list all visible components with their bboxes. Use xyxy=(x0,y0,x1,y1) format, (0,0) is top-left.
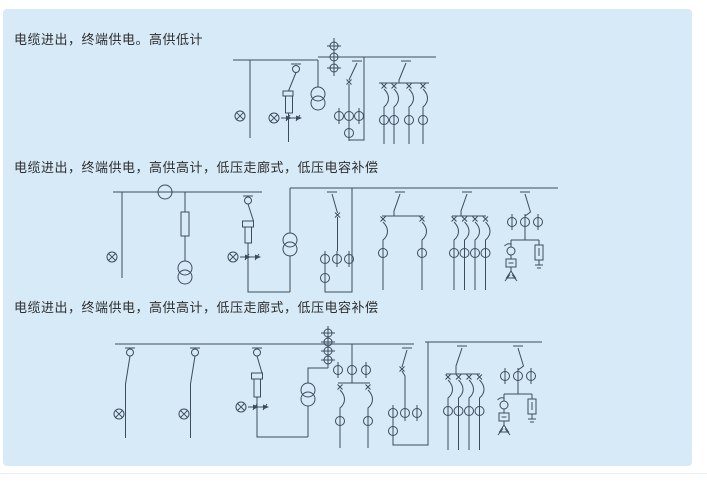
voltage-transformer-icon xyxy=(177,260,193,285)
switch-icon xyxy=(460,193,468,216)
outgoing-feeder-group-4 xyxy=(450,191,491,290)
meter-ct-icon xyxy=(354,107,364,125)
switch-icon xyxy=(393,193,401,216)
feeder-unit xyxy=(419,84,428,145)
fuse-icon xyxy=(251,372,263,380)
fuse-icon xyxy=(253,378,261,398)
capacitor-compensation-branch xyxy=(505,192,544,281)
feeder-unit xyxy=(454,375,463,436)
cable-terminal-icon xyxy=(113,408,125,420)
lv-metering-branch xyxy=(334,57,365,142)
meter-ct-icon xyxy=(332,250,342,268)
pt-fuse-branch xyxy=(177,192,193,285)
cable-feeder-2 xyxy=(178,347,200,438)
cable-out-feeder xyxy=(106,192,123,278)
transformer-icon xyxy=(282,232,298,257)
fuse-icon xyxy=(180,211,190,237)
earthing-switch-icon xyxy=(228,252,261,262)
transformer-branch xyxy=(300,326,336,437)
meter-icon xyxy=(320,269,330,287)
page-divider xyxy=(0,473,707,474)
busbar-node xyxy=(157,184,173,200)
switch-icon xyxy=(455,347,463,374)
feeder-unit xyxy=(418,217,427,278)
outgoing-feeder-group-4 xyxy=(444,345,485,450)
meter-ct-icon xyxy=(347,361,357,379)
diagram-1-schematic xyxy=(233,38,436,144)
cable-terminal-icon xyxy=(234,110,246,122)
switch-icon xyxy=(256,355,263,374)
feeder-unit xyxy=(444,375,453,436)
feeder-unit xyxy=(475,375,484,436)
feeder-unit xyxy=(364,385,373,446)
switch-icon xyxy=(348,62,358,81)
cable-out-feeder xyxy=(234,60,251,138)
diagram-panel xyxy=(3,9,692,466)
meter-ct-icon xyxy=(334,107,344,125)
switch-icon xyxy=(247,203,254,222)
meter-ct-icon xyxy=(388,404,398,422)
metered-feeder-group-2 xyxy=(333,344,373,448)
switch-fuse-branch xyxy=(228,195,290,293)
diagram-2-schematic xyxy=(106,184,558,293)
fuse-icon xyxy=(285,95,293,114)
transformer-branch xyxy=(282,188,298,292)
feeder-unit xyxy=(481,217,490,278)
feeder-unit xyxy=(471,217,480,278)
lv-metering-branch xyxy=(320,188,354,293)
switch-icon xyxy=(125,355,131,438)
switch-icon xyxy=(190,355,196,438)
outgoing-feeder-group xyxy=(379,60,429,145)
diagram-3-schematic xyxy=(113,326,542,450)
switch-icon xyxy=(401,349,408,368)
cable-terminal-icon xyxy=(106,251,118,263)
transformer-icon xyxy=(310,86,326,111)
meter-ct-icon xyxy=(333,361,343,379)
feeder-unit xyxy=(405,84,414,145)
switch-icon xyxy=(331,193,338,214)
meter-ct-icon xyxy=(361,361,371,379)
feeder-unit xyxy=(336,385,345,446)
fuse-icon xyxy=(282,90,294,97)
earthing-switch-icon xyxy=(236,402,269,412)
meter-icon xyxy=(388,422,398,440)
feeder-unit xyxy=(379,217,388,278)
section-title-2: 电缆进出，终端供电，高供高计，低压走廊式，低压电容补偿 xyxy=(14,160,379,175)
switch-icon xyxy=(288,72,297,92)
feeder-unit xyxy=(390,84,399,145)
lv-metering-branch xyxy=(388,342,429,446)
cable-feeder-1 xyxy=(113,347,135,438)
switch-icon xyxy=(398,62,407,83)
meter-ct-icon xyxy=(412,404,422,422)
feeder-unit xyxy=(465,375,474,436)
earthing-switch-icon xyxy=(269,113,302,123)
transformer-icon xyxy=(300,382,316,407)
switch-fuse-branch xyxy=(236,347,308,438)
meter-ct-icon xyxy=(400,404,410,422)
switch-fuse-branch xyxy=(269,63,302,142)
section-title-1: 电缆进出，终端供电。高供低计 xyxy=(14,32,204,47)
meter-ct-icon xyxy=(320,250,330,268)
fuse-icon xyxy=(242,220,254,228)
feeder-unit xyxy=(460,217,469,278)
section-title-3: 电缆进出，终端供电，高供高计，低压走廊式，低压电容补偿 xyxy=(14,300,379,315)
outgoing-feeder-group-2 xyxy=(379,191,427,290)
capacitor-compensation-branch xyxy=(498,346,537,435)
feeder-unit xyxy=(450,217,459,278)
transformer-branch xyxy=(310,38,364,111)
fuse-icon xyxy=(244,226,252,244)
cable-terminal-icon xyxy=(178,408,190,420)
meter-ct-icon xyxy=(344,107,354,125)
feeder-unit xyxy=(380,84,389,145)
